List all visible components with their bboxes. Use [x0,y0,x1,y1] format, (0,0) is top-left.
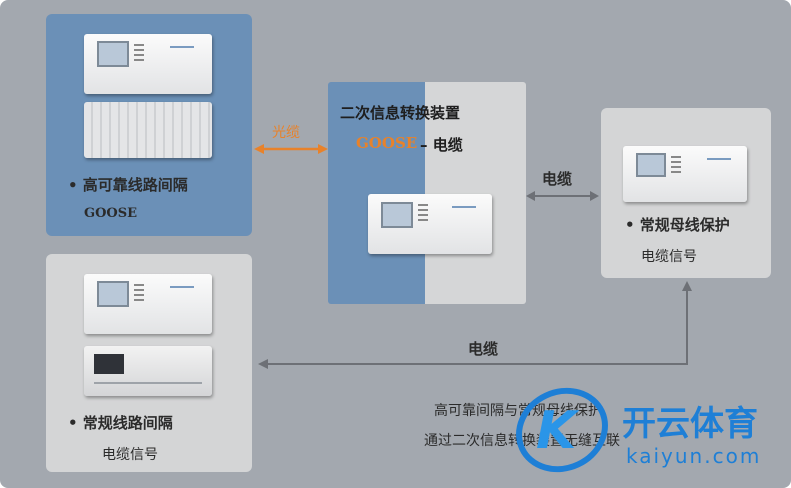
bay-title: • 高可靠线路间隔 [68,176,188,194]
cable-connector-bottom [258,281,692,369]
watermark-brand: 开云体育 [622,404,758,444]
bay-subtitle: GOOSE [84,206,138,221]
watermark-logo-icon: K [508,380,616,480]
busbar-protection-device-icon [623,146,747,202]
watermark-url: kaiyun.com [626,444,762,468]
cable-label-right: 电缆 [542,170,573,188]
line-protection-unit-icon [84,346,212,396]
fiber-connector [254,144,328,154]
busbar-protection-panel: • 常规母线保护 电缆信号 [601,108,771,278]
protection-device-icon [84,34,212,94]
converter-panel: 二次信息转换装置 GOOSE – 电缆 [328,82,526,304]
goose-label: GOOSE [356,134,418,152]
converter-device-icon [368,194,492,254]
cable-label: – 电缆 [420,136,463,154]
bay-subtitle: 电缆信号 [102,447,158,463]
svg-text:K: K [536,401,580,461]
conventional-bay-panel: • 常规线路间隔 电缆信号 [46,254,252,472]
high-reliability-bay-panel: • 高可靠线路间隔 GOOSE [46,14,252,236]
merging-unit-icon [84,102,212,158]
bay-title: • 常规线路间隔 [68,414,173,432]
cable-connector-right [526,191,599,201]
converter-title: 二次信息转换装置 [340,104,461,122]
busbar-title: • 常规母线保护 [625,216,730,234]
note-line-1: 高可靠间隔与常规母线保护 [434,403,602,419]
fiber-label: 光缆 [272,125,300,141]
cable-label-bottom: 电缆 [468,340,499,358]
busbar-subtitle: 电缆信号 [641,249,697,265]
protection-device-icon [84,274,212,334]
